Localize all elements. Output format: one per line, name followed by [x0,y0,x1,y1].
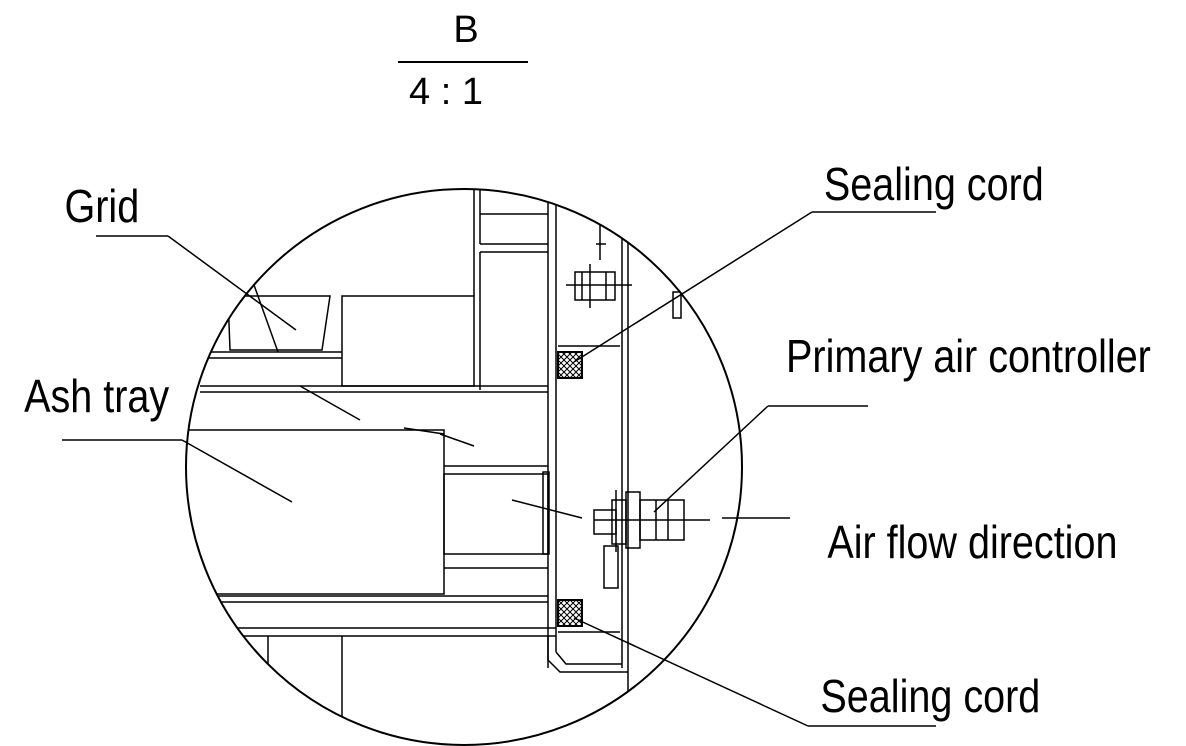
label-primary-air-controller: Primary air controller [653,331,1151,513]
air-flow-direction-label: Air flow direction [827,517,1117,568]
label-sealing-cord-top: Sealing cord [573,159,1044,363]
sealing-cord-top-label: Sealing cord [824,159,1044,210]
ash-tray-label: Ash tray [24,371,170,422]
label-air-flow-direction: Air flow direction [827,517,1117,568]
grid-label: Grid [65,181,140,232]
detail-view-letter: B [453,9,478,51]
detail-scale: 4 : 1 [409,71,483,113]
detail-geometry [186,189,710,745]
label-sealing-cord-bottom: Sealing cord [573,617,1040,727]
primary-air-controller-label: Primary air controller [786,331,1151,382]
detail-circle [185,188,743,746]
sealing-cord-bottom-label: Sealing cord [820,671,1040,722]
label-ash-tray: Ash tray [24,371,583,519]
label-grid: Grid [65,181,297,331]
